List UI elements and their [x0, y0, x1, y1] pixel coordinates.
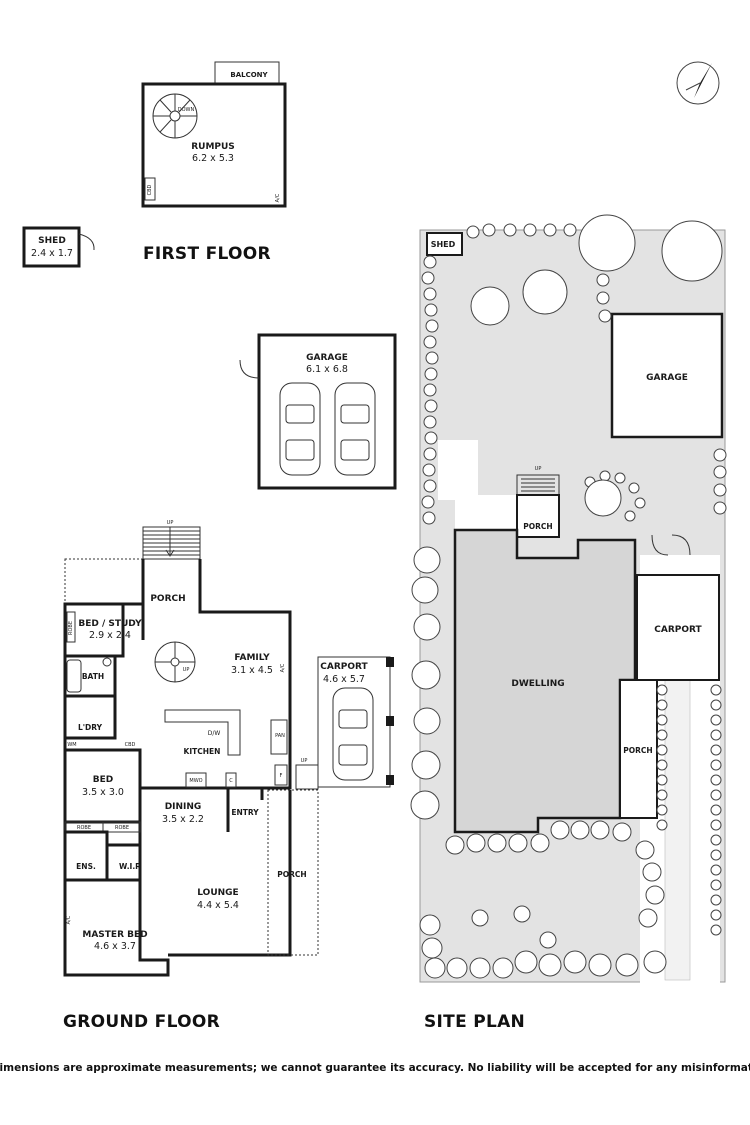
carport-dim: 4.6 x 5.7 — [323, 674, 365, 685]
balcony-label: BALCONY — [230, 71, 268, 79]
f-label: F — [280, 773, 283, 779]
carport-label: CARPORT — [320, 662, 368, 672]
bed-study-label: BED / STUDY — [78, 619, 142, 629]
garage-dim: 6.1 x 6.8 — [306, 364, 348, 375]
porch-label: PORCH — [150, 594, 185, 604]
stairs — [142, 526, 201, 560]
ldry-label: L'DRY — [78, 723, 103, 732]
robe-left-label: ROBE — [77, 825, 91, 831]
garage-plan: GARAGE 6.1 x 6.8 — [239, 333, 397, 490]
site-plan-heading: SITE PLAN — [424, 1012, 525, 1032]
dw-label: D/W — [208, 730, 221, 737]
up-spiral-label: UP — [183, 667, 190, 673]
rumpus-label: RUMPUS — [191, 142, 235, 152]
site-porch-top-label: PORCH — [523, 522, 552, 531]
site-up-label: UP — [535, 466, 542, 472]
cbd-label: CBD — [147, 184, 153, 195]
ens-label: ENS. — [76, 862, 96, 871]
site-plan: SHED GARAGE UP PORCH DWELLING CARPORT PO… — [410, 214, 727, 985]
mwo-label: MWO — [189, 778, 202, 784]
rumpus-dim: 6.2 x 5.3 — [192, 153, 234, 164]
shed-label: SHED — [38, 236, 66, 246]
shed-dim: 2.4 x 1.7 — [31, 248, 73, 259]
lounge-label: LOUNGE — [197, 888, 238, 898]
first-floor-plan: BALCONY DOWN RUMPUS 6.2 x 5.3 CBD A/C — [141, 61, 287, 208]
spiral-stair-icon — [154, 641, 196, 683]
down-label: DOWN — [178, 107, 195, 113]
c-label: C — [229, 778, 233, 784]
robe-right-label: ROBE — [115, 825, 129, 831]
up-label: UP — [167, 520, 174, 526]
bed-dim: 3.5 x 3.0 — [82, 787, 124, 798]
ac-label-master: A/C — [66, 915, 72, 924]
ground-floor-plan: UP PORCH BED / STUDY 2.9 x 2.4 ROBE BATH… — [63, 520, 394, 977]
car-icon — [334, 382, 376, 476]
bath-label: BATH — [82, 672, 104, 681]
master-bed-dim: 4.6 x 3.7 — [94, 941, 136, 952]
bed-study-dim: 2.9 x 2.4 — [89, 630, 131, 641]
site-porch-side-label: PORCH — [623, 746, 652, 755]
dining-label: DINING — [165, 802, 202, 812]
rumpus-room — [141, 82, 287, 208]
dining-dim: 3.5 x 2.2 — [162, 814, 204, 825]
cbd-label-ground: CBD — [125, 742, 136, 748]
up-carport-label: UP — [301, 758, 308, 764]
site-garage-label: GARAGE — [646, 373, 688, 383]
site-shed-label: SHED — [431, 240, 456, 249]
spiral-stair-icon — [152, 93, 198, 139]
disclaimer-text: Dimensions are approximate measurements;… — [0, 1062, 750, 1074]
pan-label: PAN — [275, 733, 285, 739]
porch-side-label: PORCH — [277, 870, 306, 879]
north-arrow-icon — [676, 61, 720, 105]
ac-label-family: A/C — [280, 663, 286, 672]
first-floor-heading: FIRST FLOOR — [143, 244, 271, 264]
entry-label: ENTRY — [231, 808, 259, 817]
robe-label: ROBE — [68, 621, 74, 635]
car-icon — [279, 382, 321, 476]
tree-icon — [410, 214, 723, 820]
garage-label: GARAGE — [306, 353, 348, 363]
car-icon — [332, 687, 374, 781]
ac-label: A/C — [275, 193, 281, 202]
shed-plan: SHED 2.4 x 1.7 — [22, 226, 95, 268]
master-bed-label: MASTER BED — [82, 930, 147, 940]
family-label: FAMILY — [234, 653, 270, 663]
ground-floor-heading: GROUND FLOOR — [63, 1012, 220, 1032]
dwelling-label: DWELLING — [511, 679, 564, 689]
wm-label: WM — [67, 742, 76, 748]
lounge-dim: 4.4 x 5.4 — [197, 900, 239, 911]
wir-label: W.I.R — [119, 862, 141, 871]
kitchen-label: KITCHEN — [184, 747, 221, 756]
hedge-left — [419, 223, 727, 979]
family-dim: 3.1 x 4.5 — [231, 665, 273, 676]
site-carport-label: CARPORT — [654, 625, 702, 635]
bed-label: BED — [93, 775, 113, 785]
